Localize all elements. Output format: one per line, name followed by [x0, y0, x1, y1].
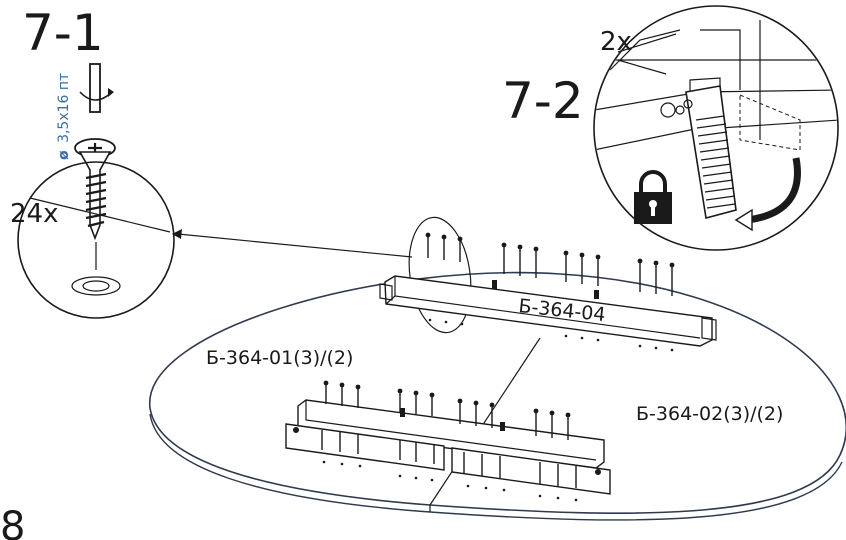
svg-text:ø 3,5x16 пт: ø 3,5x16 пт — [56, 73, 72, 160]
rear-rail — [379, 232, 717, 352]
screw-icon — [74, 138, 116, 241]
screw-zoom-circle — [17, 161, 175, 319]
part-label-left-panel: Б-364-01(3)/(2) — [206, 347, 353, 369]
screw-spec-text: 3,5x16 пт — [56, 73, 72, 143]
part-label-right-panel: Б-364-02(3)/(2) — [636, 403, 783, 425]
diameter-symbol: ø — [56, 150, 72, 160]
step-7-1-label: 7-1 — [22, 4, 104, 62]
lock-zoom-circle — [593, 5, 839, 251]
padlock-icon — [634, 170, 672, 224]
screwdriver-rotate-icon — [79, 63, 114, 113]
lock-quantity: 2x — [600, 27, 632, 57]
page-number: 8 — [0, 504, 25, 540]
front-rail — [285, 380, 611, 502]
rotate-arrow-icon — [734, 157, 801, 232]
callout-arrow — [177, 233, 413, 258]
screw-spec: ø 3,5x16 пт — [56, 73, 72, 160]
screw-quantity: 24x — [10, 199, 58, 229]
step-7-2-label: 7-2 — [502, 72, 584, 130]
